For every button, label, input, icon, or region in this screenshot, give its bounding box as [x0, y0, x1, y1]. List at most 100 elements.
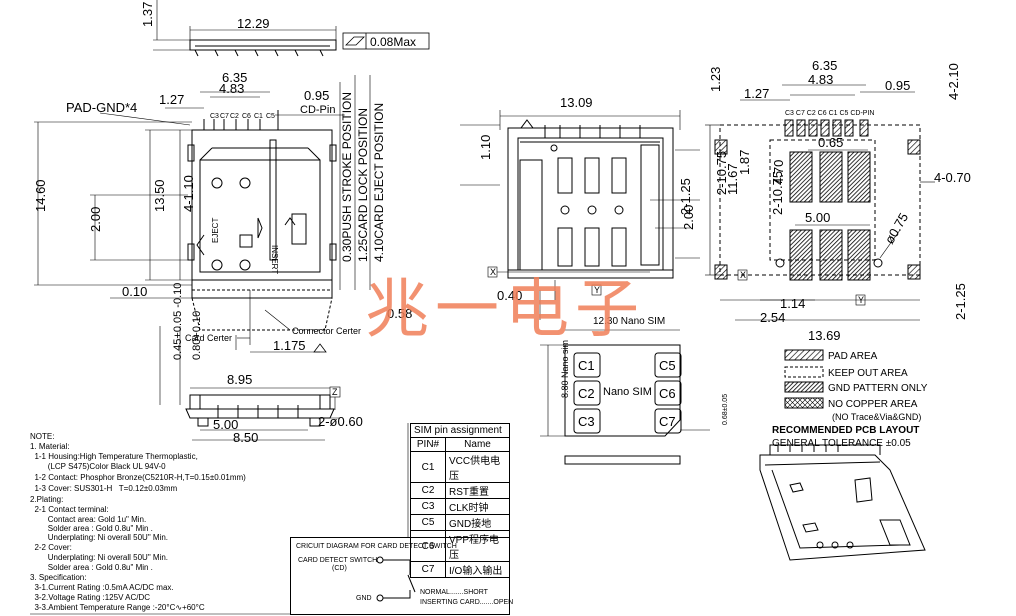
pin-cell: C5 [410, 514, 446, 531]
dim-side-0-40: 0.40 [497, 288, 522, 303]
dim-side-0-58: 0.58 [387, 306, 412, 321]
datum-x: X [490, 267, 496, 277]
label-insert: INSERT [270, 245, 279, 274]
pcb-5-00: 5.00 [805, 210, 830, 225]
dim-0-10: 0.10 [122, 284, 147, 299]
pin-table-title: SIM pin assignment [410, 423, 510, 438]
pcb-4-70: 4.70 [771, 160, 786, 185]
card-eject-position: 4.10CARD EJECT POSITION [372, 103, 386, 262]
dim-bottom-8-50: 8.50 [233, 430, 258, 445]
name-header: Name [445, 437, 510, 452]
top-side-view [153, 0, 430, 57]
pin-label-c6: C6 [242, 113, 251, 120]
nano-contact-c1: C1 [578, 358, 595, 373]
pcb-4-0-70: 4-0.70 [934, 170, 971, 185]
circuit-switch: CARD DETECT SWITCH [298, 557, 377, 564]
nano-contact-c2: C2 [578, 386, 595, 401]
pcb-4-83: 4.83 [808, 72, 833, 87]
pcb-1-14: 1.14 [780, 296, 805, 311]
nano-contact-c7: C7 [659, 414, 676, 429]
dim-side-2-10-75: 2-10.75 [714, 151, 729, 195]
dim-height-14-60: 14.60 [33, 179, 48, 212]
nano-contact-c6: C6 [659, 386, 676, 401]
dim-height-13-50: 13.50 [152, 179, 167, 212]
pcb-1-87: 1.87 [737, 150, 752, 175]
nano-width: 12.30 Nano SIM [593, 316, 665, 327]
note-line: 2-2 Cover: [30, 543, 72, 552]
dim-cd-pin-0-95: 0.95 [304, 88, 329, 103]
datum-y: Y [594, 285, 600, 295]
dim-pitch-1-27: 1.27 [159, 92, 184, 107]
side-view [460, 110, 700, 320]
nano-sim-label: Nano SIM [603, 386, 652, 398]
pcb-2-10-75: 2-10.75 [770, 171, 785, 215]
label-cd-pin: CD-Pin [300, 104, 335, 116]
legend-no-copper: NO COPPER AREA [828, 399, 918, 410]
main-top-view [34, 75, 371, 405]
circuit-normal: NORMAL.......SHORT [420, 589, 489, 596]
connector-isometric [759, 444, 926, 561]
dim-holes-0-60: 2-ø0.60 [318, 414, 363, 429]
pcb-datum-x: X [740, 270, 746, 280]
bottom-view [185, 386, 341, 441]
pcb-layout [705, 84, 935, 321]
nano-contact-c3: C3 [578, 414, 595, 429]
dim-side-2-00: 2.00 [681, 205, 696, 230]
dim-width-top: 12.29 [237, 16, 270, 31]
note-line: Underplating: Ni overall 50U" Min. [30, 553, 169, 562]
note-line: 2.Plating: [30, 495, 64, 504]
note-line: 1-3 Cover: SUS301-H T=0.12±0.03mm [30, 484, 178, 493]
circuit-gnd: GND [356, 595, 372, 602]
circuit-cd: (CD) [332, 565, 347, 572]
dimension-labels: 1.37 12.29 0.08Max 6.35 4.83 1.27 0.95 P… [33, 2, 971, 606]
pcb-0-95: 0.95 [885, 78, 910, 93]
circuit-diagram-box [290, 537, 510, 615]
pcb-1-23: 1.23 [708, 67, 723, 92]
dim-bottom-5-00: 5.00 [213, 417, 238, 432]
dim-4-1-10: 4-1.10 [181, 175, 196, 212]
name-cell: VCC供电电压 [445, 451, 510, 483]
dim-1-175: 1.175 [273, 338, 306, 353]
nano-thickness: 0.68±0.05 [722, 394, 729, 425]
pcb-1-27: 1.27 [744, 86, 769, 101]
dim-side-2-1-25: 2-1.25 [678, 178, 693, 215]
pin-cell: C3 [410, 498, 446, 515]
note-line: Solder area : Gold 0.8u" Min . [30, 563, 153, 572]
pin-header: PIN# [410, 437, 446, 452]
circuit-title: CRICUIT DIAGRAM FOR CARD DETECT SWITCH [296, 543, 457, 550]
legend-gnd-pattern: GND PATTERN ONLY [828, 383, 928, 394]
note-line: 1-2 Contact: Phosphor Bronze(C5210R-H,T=… [30, 473, 246, 482]
dim-pitch-4-83: 4.83 [219, 81, 244, 96]
pcb-11-67: 11.67 [725, 163, 740, 195]
pcb-pins-top: C3 C7 C2 C6 C1 C5 CD-PIN [785, 110, 874, 117]
note-line: Contact area: Gold 1u" Min. [30, 515, 147, 524]
legend-pad-area: PAD AREA [828, 351, 878, 362]
dim-side-1-10: 1.10 [478, 135, 493, 160]
pcb-4-2-10: 4-2.10 [946, 63, 961, 100]
pin-label-c2: C2 [230, 113, 239, 120]
note-line: 3-2.Voltage Rating :125V AC/DC [30, 593, 151, 602]
pcb-0-65: 0.65 [818, 135, 843, 150]
pin-label-c3: C3 [210, 113, 219, 120]
note-line: Solder area : Gold 0.8u" Min . [30, 524, 153, 533]
datum-z: Z [332, 387, 338, 397]
nano-contact-c5: C5 [659, 358, 676, 373]
label-connector-center: Connector Certer [292, 326, 361, 336]
pcb-tolerance: GENERAL TOLERANCE ±0.05 [772, 438, 911, 449]
pcb-title: RECOMMENDED PCB LAYOUT [772, 425, 919, 436]
pin-cell: C1 [410, 451, 446, 483]
note-line: 1. Material: [30, 442, 70, 451]
name-cell: CLK时钟 [445, 498, 510, 515]
dim-thickness: 1.37 [140, 2, 155, 27]
pcb-13-69: 13.69 [808, 328, 841, 343]
note-line: (LCP S475)Color Black UL 94V-0 [30, 462, 166, 471]
legend-keep-out: KEEP OUT AREA [828, 368, 908, 379]
nano-sim-card [540, 329, 710, 465]
pcb-2-1-25: 2-1.25 [953, 283, 968, 320]
name-cell: RST重置 [445, 482, 510, 499]
note-line: Underplating: Ni overall 50U" Min. [30, 533, 169, 542]
name-cell: GND接地 [445, 514, 510, 531]
pcb-datum-y: Y [858, 295, 864, 305]
pcb-6-35: 6.35 [812, 58, 837, 73]
